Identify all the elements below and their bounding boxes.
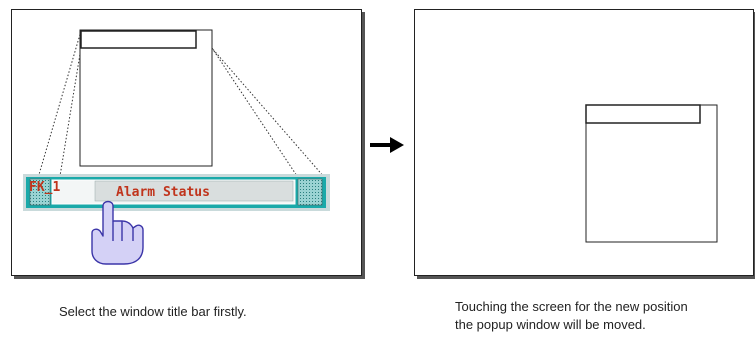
popup-window-right — [585, 104, 718, 243]
title-bar-text: Alarm Status — [116, 185, 210, 200]
left-caption: Select the window title bar firstly. — [59, 303, 247, 321]
fk-label: FK_1 — [29, 180, 60, 195]
title-bar[interactable] — [23, 174, 330, 211]
right-caption-line-2: the popup window will be moved. — [455, 317, 646, 332]
pointing-hand-icon — [91, 200, 144, 265]
perspective-lines — [37, 30, 326, 179]
right-caption-line-1: Touching the screen for the new position — [455, 299, 688, 314]
right-arrow-icon — [370, 137, 404, 153]
left-caption-text: Select the window title bar firstly. — [59, 304, 247, 319]
popup-window-left — [79, 29, 213, 167]
right-caption: Touching the screen for the new position… — [455, 298, 688, 334]
